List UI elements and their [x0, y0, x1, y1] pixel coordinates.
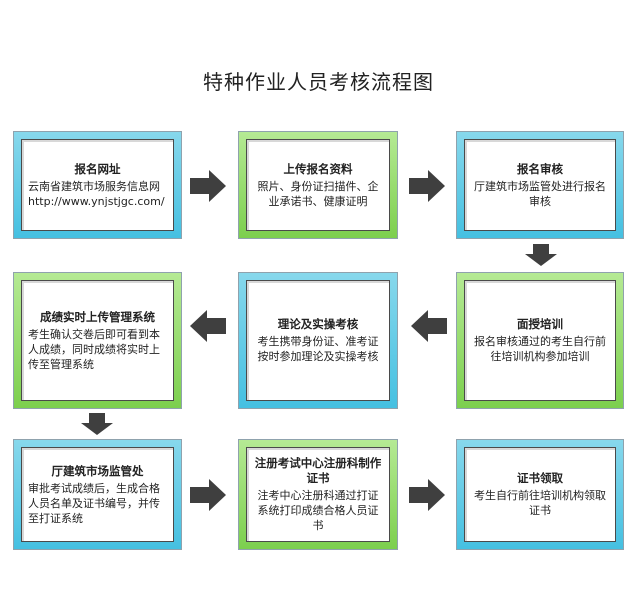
step-score-upload: 成绩实时上传管理系统 考生确认交卷后即可看到本人成绩，同时成绩将实时上传至管理系… — [13, 272, 182, 409]
arrow-down-icon — [81, 413, 113, 435]
step-body: 注考中心注册科通过打证系统打印成绩合格人员证书 — [257, 489, 379, 532]
step-certificate-collection: 证书领取 考生自行前往培训机构领取证书 — [456, 439, 624, 550]
step-body: 报名审核通过的考生自行前往培训机构参加培训 — [474, 335, 606, 363]
step-title: 厅建筑市场监管处 — [51, 463, 144, 478]
step-upload-materials: 上传报名资料 照片、身份证扫描件、企业承诺书、健康证明 — [238, 131, 398, 239]
step-title: 成绩实时上传管理系统 — [40, 309, 155, 324]
step-body: 照片、身份证扫描件、企业承诺书、健康证明 — [257, 179, 379, 208]
step-body: 考生携带身份证、准考证按时参加理论及实操考核 — [257, 335, 379, 363]
step-body: 厅建筑市场监管处进行报名审核 — [474, 179, 606, 208]
step-exam: 理论及实操考核 考生携带身份证、准考证按时参加理论及实操考核 — [238, 272, 398, 409]
step-supervision-office: 厅建筑市场监管处 审批考试成绩后，生成合格人员名单及证书编号，并传至打证系统 — [13, 439, 182, 550]
step-title: 报名审核 — [517, 161, 563, 176]
step-register-website: 报名网址 云南省建筑市场服务信息网 http://www.ynjstjgc.co… — [13, 131, 182, 239]
step-body: 考生自行前往培训机构领取证书 — [474, 489, 606, 517]
arrow-right-icon — [190, 479, 226, 511]
step-registration-review: 报名审核 厅建筑市场监管处进行报名审核 — [456, 131, 624, 239]
arrow-right-icon — [190, 170, 226, 202]
diagram-title: 特种作业人员考核流程图 — [203, 70, 434, 94]
step-title: 证书领取 — [517, 471, 563, 485]
arrow-left-icon — [411, 310, 447, 342]
step-training: 面授培训 报名审核通过的考生自行前往培训机构参加培训 — [456, 272, 624, 409]
arrow-down-icon — [525, 244, 557, 266]
arrow-left-icon — [190, 310, 226, 342]
step-title: 面授培训 — [517, 317, 563, 331]
step-title: 理论及实操考核 — [277, 317, 359, 331]
step-title: 注册考试中心注册科制作证书 — [254, 456, 382, 485]
arrow-right-icon — [409, 479, 445, 511]
step-body: 云南省建筑市场服务信息网 http://www.ynjstjgc.com/ — [28, 179, 165, 208]
step-title: 报名网址 — [74, 161, 121, 176]
step-certificate-making: 注册考试中心注册科制作证书 注考中心注册科通过打证系统打印成绩合格人员证书 — [238, 439, 398, 550]
step-body: 审批考试成绩后，生成合格人员名单及证书编号，并传至打证系统 — [28, 481, 160, 525]
step-title: 上传报名资料 — [283, 161, 353, 176]
arrow-right-icon — [409, 170, 445, 202]
step-body: 考生确认交卷后即可看到本人成绩，同时成绩将实时上传至管理系统 — [28, 327, 160, 371]
